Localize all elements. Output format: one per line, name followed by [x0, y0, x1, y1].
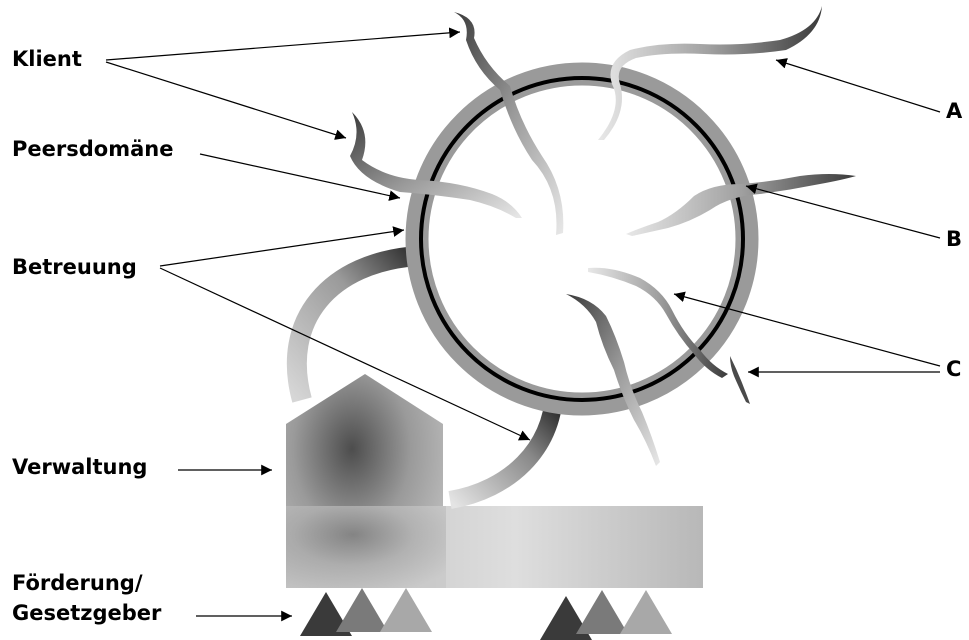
label-betreuung: Betreuung: [12, 254, 137, 280]
label-peersdomaene: Peersdomäne: [12, 136, 173, 162]
label-c: C: [946, 356, 961, 382]
foerderung-triangles-right: [540, 590, 672, 640]
client-ribbon-C-small: [730, 356, 750, 404]
label-foerderung-line2: Gesetzgeber: [12, 600, 161, 626]
betreuung-arc-upper: [297, 256, 418, 400]
label-foerderung-line1: Förderung/: [12, 570, 143, 596]
label-a: A: [946, 98, 962, 124]
label-klient: Klient: [12, 46, 82, 72]
label-verwaltung: Verwaltung: [12, 454, 147, 480]
label-b: B: [946, 226, 962, 252]
foerderung-triangles-left: [300, 588, 432, 636]
